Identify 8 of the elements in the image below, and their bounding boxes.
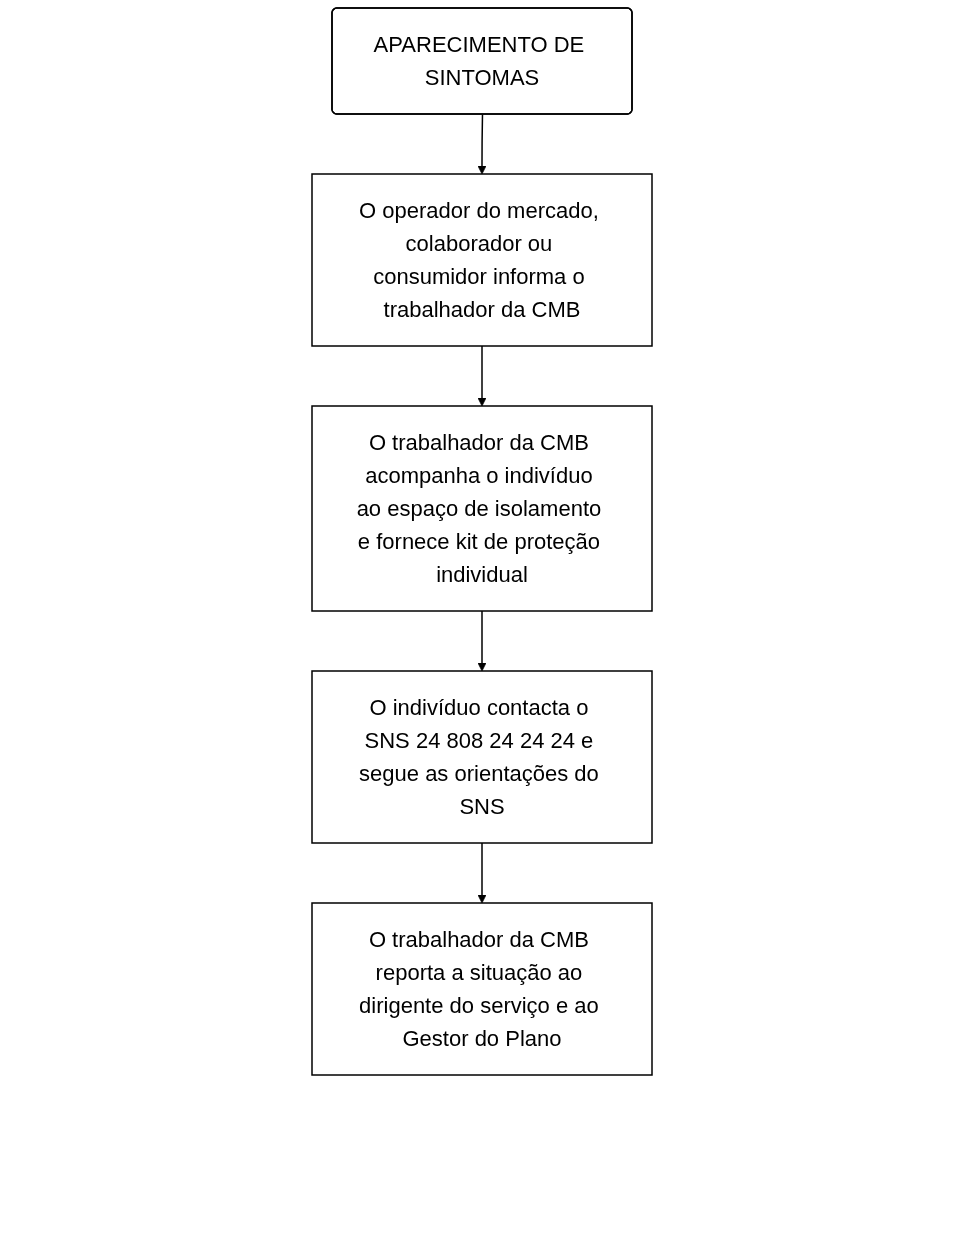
arrow [477,842,486,904]
node-box: O trabalhador da CMB acompanha o indivíduo ao espaço de isolamento e fornece kit de proteção individual [310,405,653,612]
arrow [477,345,486,407]
arrow [477,610,486,672]
arrow [477,113,486,175]
node-box: O trabalhador da CMB reporta a situação ao dirigente do serviço e ao Gestor do Plano [310,902,653,1076]
node-box: O indivíduo contacta o SNS 24 808 24 24 24 e segue as orientações do SNS [310,670,653,844]
node-box: O operador do mercado, colaborador ou consumidor informa o trabalhador da CMB [310,173,653,347]
